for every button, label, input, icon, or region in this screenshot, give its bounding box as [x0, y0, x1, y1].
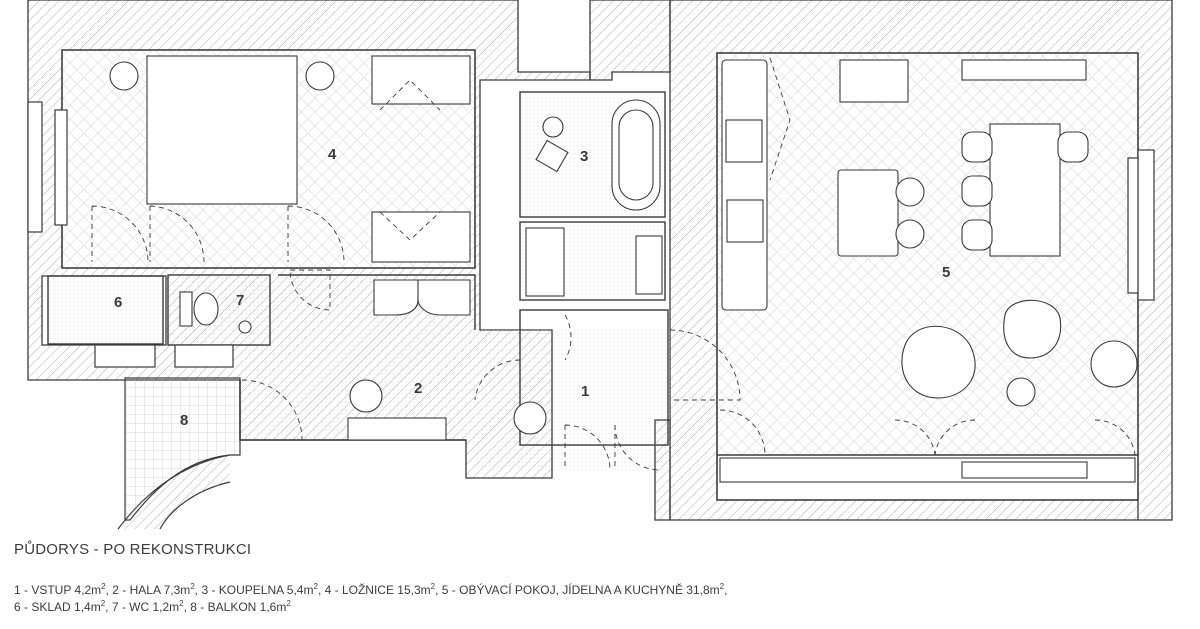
- legend-item: 7 - WC 1,2m2,: [111, 599, 191, 615]
- floor-plan: 1 2 3 4 5 6 7 8: [27, 0, 1173, 530]
- legend-item: 6 - SKLAD 1,4m2,: [14, 599, 112, 615]
- legend-item: 8 - BALKON 1,6m2: [190, 599, 291, 615]
- door-swings: [91, 57, 1136, 471]
- legend-line-2: 6 - SKLAD 1,4m2, 7 - WC 1,2m2, 8 - BALKO…: [14, 599, 727, 616]
- legend-item: 4 - LOŽNICE 15,3m2,: [324, 582, 442, 598]
- legend-item: 5 - OBÝVACÍ POKOJ, JÍDELNA A KUCHYNĚ 31,…: [441, 582, 728, 598]
- furniture: [109, 55, 1138, 483]
- room-legend: 1 - VSTUP 4,2m2, 2 - HALA 7,3m2, 3 - KOU…: [14, 582, 727, 616]
- room-number-6: 6: [114, 294, 122, 311]
- room-number-4: 4: [328, 146, 337, 163]
- room-number-5: 5: [942, 264, 950, 281]
- legend-item: 1 - VSTUP 4,2m2,: [14, 582, 113, 598]
- room-number-2: 2: [414, 380, 422, 397]
- room-number-7: 7: [236, 292, 244, 309]
- room-number-8: 8: [180, 412, 188, 429]
- balcony: [117, 377, 241, 530]
- room-number-labels: 1 2 3 4 5 6 7 8: [114, 146, 950, 429]
- legend-item: 2 - HALA 7,3m2,: [112, 582, 202, 598]
- legend-item: 3 - KOUPELNA 5,4m2,: [201, 582, 325, 598]
- legend-line-1: 1 - VSTUP 4,2m2, 2 - HALA 7,3m2, 3 - KOU…: [14, 582, 727, 599]
- room-number-1: 1: [581, 383, 589, 400]
- plan-caption: PŮDORYS - PO REKONSTRUKCI: [14, 541, 252, 558]
- windows: [27, 101, 1155, 368]
- room-number-3: 3: [580, 148, 588, 165]
